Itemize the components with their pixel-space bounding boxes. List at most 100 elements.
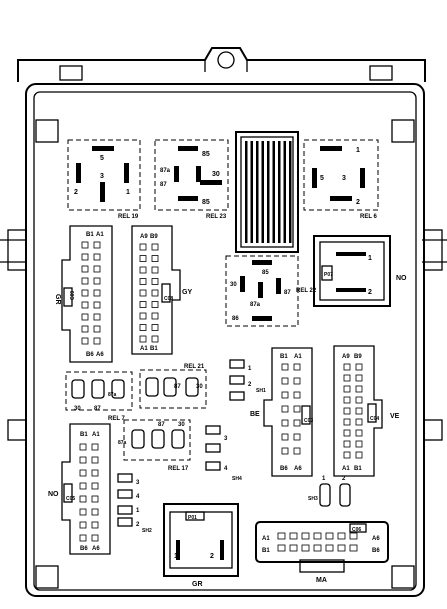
rel22-label: REL 22 — [296, 288, 317, 294]
ma-label: MA — [316, 577, 327, 584]
svg-text:C03: C03 — [304, 418, 313, 424]
svg-text:1: 1 — [136, 508, 140, 514]
svg-text:1: 1 — [368, 255, 372, 262]
svg-text:2: 2 — [210, 553, 214, 560]
no-left-label: NO — [48, 491, 59, 498]
connector-gr-pins — [81, 241, 101, 345]
svg-text:1: 1 — [174, 553, 178, 560]
top-mounting-bracket — [17, 47, 426, 82]
connector-gr-bottom: P01 1 2 GR — [163, 503, 239, 588]
svg-text:2: 2 — [356, 199, 360, 206]
svg-text:1: 1 — [356, 147, 360, 154]
rel23-label: REL 23 — [206, 214, 227, 220]
no-right-label: NO — [396, 275, 407, 282]
svg-text:87a: 87a — [160, 168, 171, 174]
svg-text:5: 5 — [320, 175, 324, 182]
svg-text:A6: A6 — [92, 546, 100, 552]
svg-text:85: 85 — [202, 151, 210, 158]
svg-text:A6: A6 — [294, 466, 302, 472]
gr-bottom-label: GR — [192, 581, 203, 588]
svg-text:5: 5 — [100, 155, 104, 162]
svg-text:A9: A9 — [342, 354, 350, 360]
connector-be: B1 A1 B6 A6 C03 BE — [250, 347, 313, 477]
svg-text:A1: A1 — [92, 432, 100, 438]
svg-text:A1: A1 — [262, 536, 270, 542]
svg-text:A1: A1 — [96, 232, 104, 238]
svg-text:B1: B1 — [280, 354, 288, 360]
housing-outline — [0, 83, 447, 597]
svg-text:30: 30 — [230, 282, 237, 288]
svg-text:B6: B6 — [280, 466, 288, 472]
svg-text:B9: B9 — [354, 354, 362, 360]
svg-text:87a: 87a — [118, 440, 127, 446]
svg-text:C05: C05 — [66, 496, 75, 502]
svg-text:B9: B9 — [150, 234, 158, 240]
ve-label: VE — [390, 413, 400, 420]
svg-text:SH4: SH4 — [232, 476, 242, 482]
svg-text:B1: B1 — [354, 466, 362, 472]
relay-rel21: 87 30 REL 21 — [139, 364, 207, 409]
svg-text:SH1: SH1 — [256, 388, 266, 394]
svg-text:3: 3 — [342, 175, 346, 182]
svg-text:2: 2 — [248, 382, 252, 388]
svg-text:3: 3 — [100, 173, 104, 180]
gr-left-label: GR — [54, 294, 61, 305]
connector-ma: C06 A1 A6 B1 B6 MA — [255, 521, 389, 584]
svg-text:2: 2 — [368, 289, 372, 296]
svg-text:C08: C08 — [164, 296, 173, 302]
svg-text:85: 85 — [202, 199, 210, 206]
rel19-label: REL 19 — [118, 214, 139, 220]
svg-text:A1: A1 — [342, 466, 350, 472]
svg-text:A6: A6 — [96, 352, 104, 358]
svg-text:A9: A9 — [140, 234, 148, 240]
svg-text:30: 30 — [74, 406, 81, 412]
relay-rel23: 85 87a 87 30 85 REL 23 — [154, 139, 229, 220]
svg-text:87: 87 — [94, 406, 101, 412]
svg-text:1: 1 — [322, 476, 326, 482]
svg-text:85: 85 — [262, 270, 269, 276]
svg-text:SH3: SH3 — [308, 496, 318, 502]
svg-text:B1: B1 — [80, 432, 88, 438]
connector-gy: A9 B9 A1 B1 C08 GY — [131, 225, 192, 355]
connector-no-right: P07 1 2 NO — [313, 235, 407, 307]
svg-text:86: 86 — [232, 316, 239, 322]
rel21-label: REL 21 — [184, 364, 205, 370]
rel6-label: REL 6 — [360, 214, 378, 220]
svg-text:87a: 87a — [108, 392, 117, 398]
svg-text:B1: B1 — [150, 346, 158, 352]
svg-text:1: 1 — [248, 366, 252, 372]
svg-text:B6: B6 — [86, 352, 94, 358]
relay-rel6: 1 5 3 2 REL 6 — [303, 139, 379, 220]
relay-rel17: 87a 87 30 REL 17 — [118, 419, 191, 472]
svg-text:P07: P07 — [324, 272, 333, 278]
shunt-sh1: 1 2 SH1 — [229, 359, 266, 401]
svg-text:87a: 87a — [250, 302, 261, 308]
svg-text:1: 1 — [126, 189, 130, 196]
connector-gr-left: B1 A1 B6 A6 C09 GR — [54, 225, 113, 363]
svg-text:87: 87 — [174, 384, 181, 390]
svg-text:A1: A1 — [140, 346, 148, 352]
relay-rel19: 5 2 3 1 REL 19 — [67, 139, 141, 220]
svg-text:87: 87 — [284, 290, 291, 296]
svg-text:4: 4 — [224, 466, 228, 472]
svg-text:2: 2 — [136, 522, 140, 528]
svg-text:3: 3 — [224, 436, 228, 442]
gy-label: GY — [182, 289, 192, 296]
svg-text:87: 87 — [160, 182, 167, 188]
be-label: BE — [250, 411, 260, 418]
svg-text:B6: B6 — [372, 548, 380, 554]
maxi-fuse-block — [235, 131, 299, 253]
svg-text:2: 2 — [74, 189, 78, 196]
svg-text:A6: A6 — [372, 536, 380, 542]
svg-text:C09: C09 — [70, 291, 76, 300]
shunt-sh2: 3 4 1 2 SH2 — [117, 473, 152, 534]
rel17-label: REL 17 — [168, 466, 189, 472]
shunt-sh4: 3 4 SH4 — [205, 425, 242, 482]
relay-rel22: 85 30 87a 87 86 REL 22 — [225, 255, 317, 327]
shunt-sh3: 1 2 SH3 — [308, 476, 351, 507]
svg-text:P01: P01 — [188, 515, 197, 521]
connector-ve: A9 B9 A1 B1 C04 VE — [333, 345, 400, 477]
svg-text:30: 30 — [212, 171, 220, 178]
connector-no-left: B1 A1 B6 A6 C05 NO — [48, 423, 111, 555]
